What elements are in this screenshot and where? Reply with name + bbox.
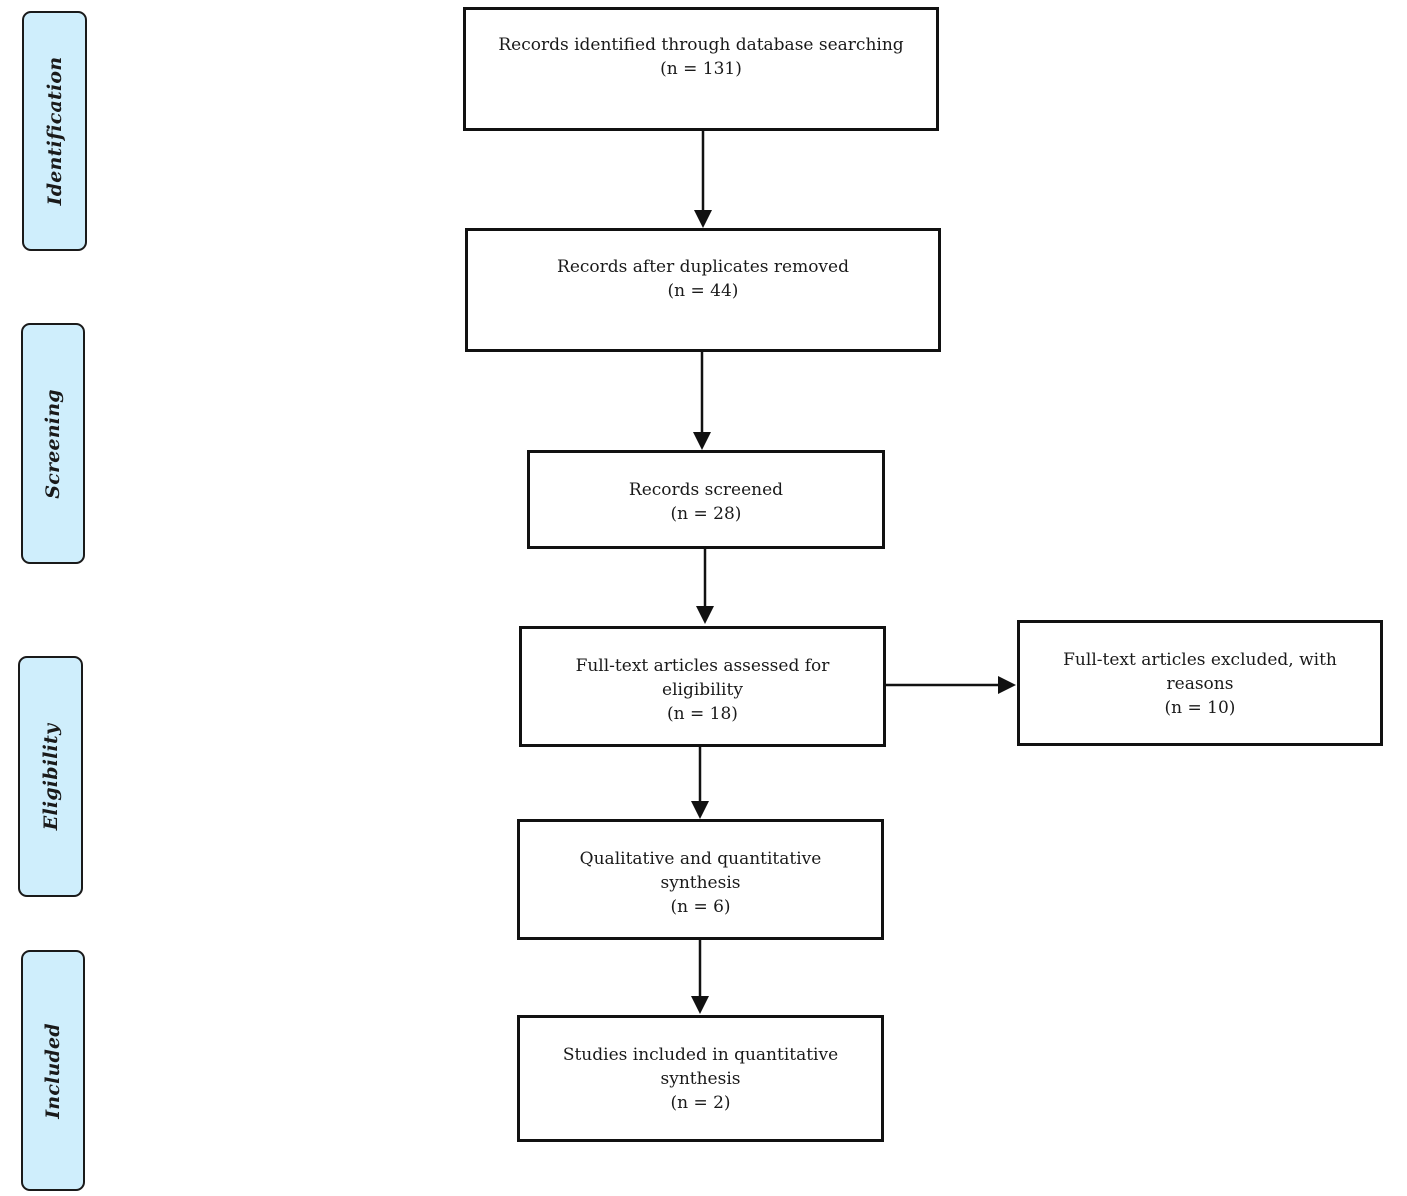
full-text-assessed-box: Full-text articles assessed for eligibil… <box>519 626 886 747</box>
full-text-excluded-count: (n = 10) <box>1164 698 1236 718</box>
records-identified-text: Records identified through database sear… <box>498 35 904 55</box>
records-identified-box: Records identified through database sear… <box>463 7 939 131</box>
records-after-duplicates-count: (n = 44) <box>667 281 739 301</box>
full-text-excluded-box: Full-text articles excluded, with reason… <box>1017 620 1383 746</box>
full-text-excluded-text: Full-text articles excluded, with <box>1063 650 1337 670</box>
qualitative-synthesis-count: (n = 6) <box>670 897 731 917</box>
arrowhead-4 <box>998 676 1016 694</box>
studies-included-box: Studies included in quantitative synthes… <box>517 1015 884 1142</box>
full-text-assessed-text-2: eligibility <box>662 680 743 700</box>
phase-identification: Identification <box>22 11 87 251</box>
arrowhead-6 <box>691 996 709 1014</box>
arrowhead-1 <box>694 210 712 228</box>
qualitative-synthesis-text: Qualitative and quantitative <box>579 849 822 869</box>
studies-included-count: (n = 2) <box>670 1093 731 1113</box>
arrowhead-5 <box>691 801 709 819</box>
full-text-assessed-count: (n = 18) <box>667 704 738 724</box>
arrowhead-3 <box>696 606 714 624</box>
qualitative-synthesis-box: Qualitative and quantitative synthesis (… <box>517 819 884 940</box>
full-text-assessed-text: Full-text articles assessed for <box>575 656 830 676</box>
records-after-duplicates-text: Records after duplicates removed <box>557 257 849 277</box>
phase-screening: Screening <box>21 323 85 564</box>
records-screened-box: Records screened (n = 28) <box>527 450 885 549</box>
records-after-duplicates-box: Records after duplicates removed (n = 44… <box>465 228 941 352</box>
arrowhead-2 <box>693 432 711 450</box>
studies-included-text: Studies included in quantitative <box>562 1045 839 1065</box>
records-screened-count: (n = 28) <box>670 504 742 524</box>
records-screened-text: Records screened <box>628 480 784 500</box>
full-text-excluded-text-2: reasons <box>1166 674 1234 694</box>
phase-included: Included <box>21 950 85 1191</box>
records-identified-count: (n = 131) <box>660 59 742 79</box>
qualitative-synthesis-text-2: synthesis <box>660 873 741 893</box>
phase-eligibility: Eligibility <box>18 656 83 897</box>
studies-included-text-2: synthesis <box>660 1069 741 1089</box>
